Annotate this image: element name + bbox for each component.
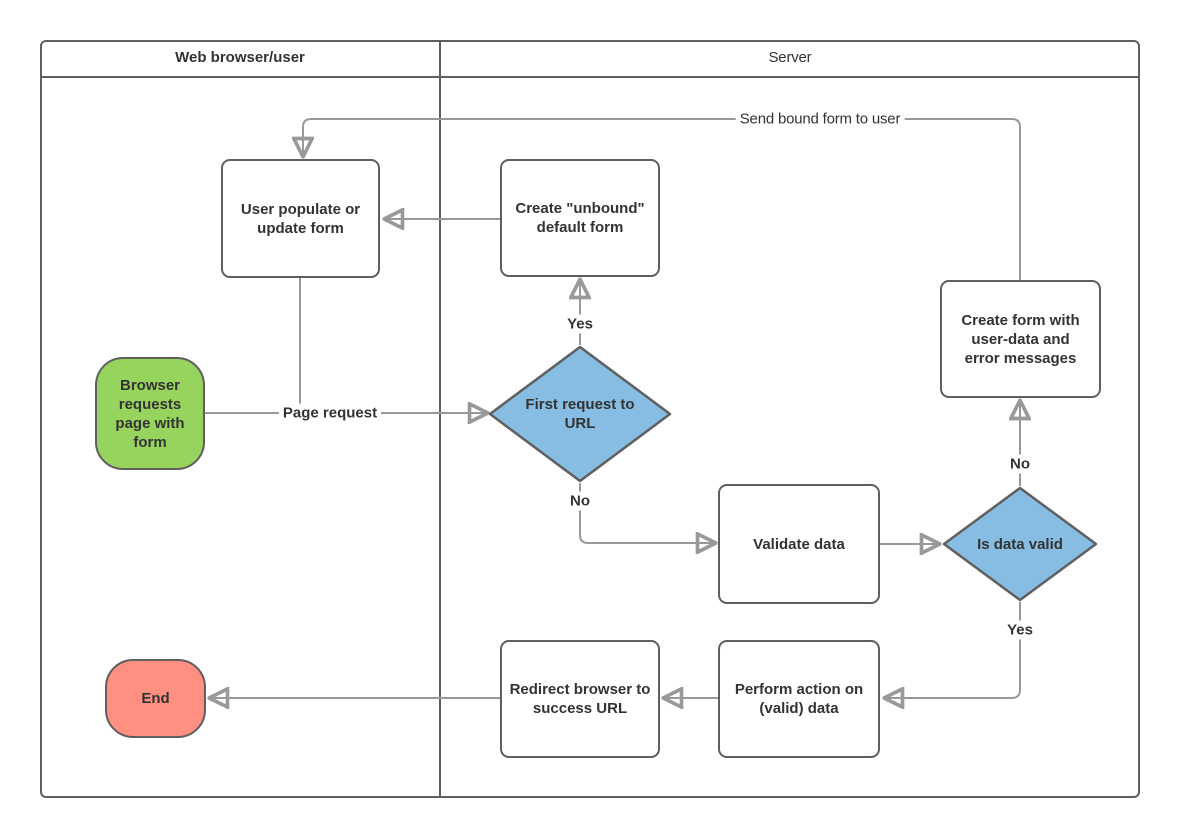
lane-title-web-browser-user: Web browser/user: [175, 49, 305, 66]
node-label: Browser requests page with form: [115, 376, 185, 451]
node-create-unbound-form: Create "unbound" default form: [500, 159, 660, 277]
node-label: First request to URL: [525, 396, 635, 432]
edge-label-send-bound-form: Send bound form to user: [735, 109, 905, 129]
node-decision-is-data-valid: Is data valid: [942, 486, 1098, 602]
node-label: User populate or update form: [240, 200, 361, 237]
node-label: Create "unbound" default form: [515, 200, 645, 236]
node-perform-action: Perform action on (valid) data: [718, 640, 880, 758]
edge-label-yes: Yes: [1003, 620, 1037, 640]
node-user-populate-form: User populate or update form: [221, 159, 380, 278]
edge-label-yes: Yes: [563, 314, 597, 334]
node-browser-requests-page: Browser requests page with form: [95, 357, 205, 470]
node-validate-data: Validate data: [718, 484, 880, 604]
lane-header-separator: [40, 76, 1140, 78]
lane-divider: [439, 40, 441, 798]
lane-title-server: Server: [768, 49, 812, 66]
node-label: Is data valid: [977, 535, 1063, 553]
node-label: Redirect browser to success URL: [509, 681, 651, 717]
node-redirect-browser: Redirect browser to success URL: [500, 640, 660, 758]
node-label: Validate data: [753, 535, 845, 553]
decision-diamond-shape: [488, 345, 672, 483]
node-label: Perform action on (valid) data: [734, 681, 864, 717]
edge-label-no: No: [1006, 454, 1034, 474]
edge-label-page-request: Page request: [278, 403, 382, 423]
decision-diamond-shape: [942, 486, 1098, 602]
node-label: Create form with user-data and error mes…: [961, 311, 1080, 367]
node-end: End: [105, 659, 206, 738]
node-label: End: [141, 690, 170, 707]
node-decision-first-request: First request to URL: [488, 345, 672, 483]
edge-label-no: No: [566, 491, 594, 511]
node-create-form-with-errors: Create form with user-data and error mes…: [940, 280, 1101, 398]
swimlane-pool: [40, 40, 1140, 798]
